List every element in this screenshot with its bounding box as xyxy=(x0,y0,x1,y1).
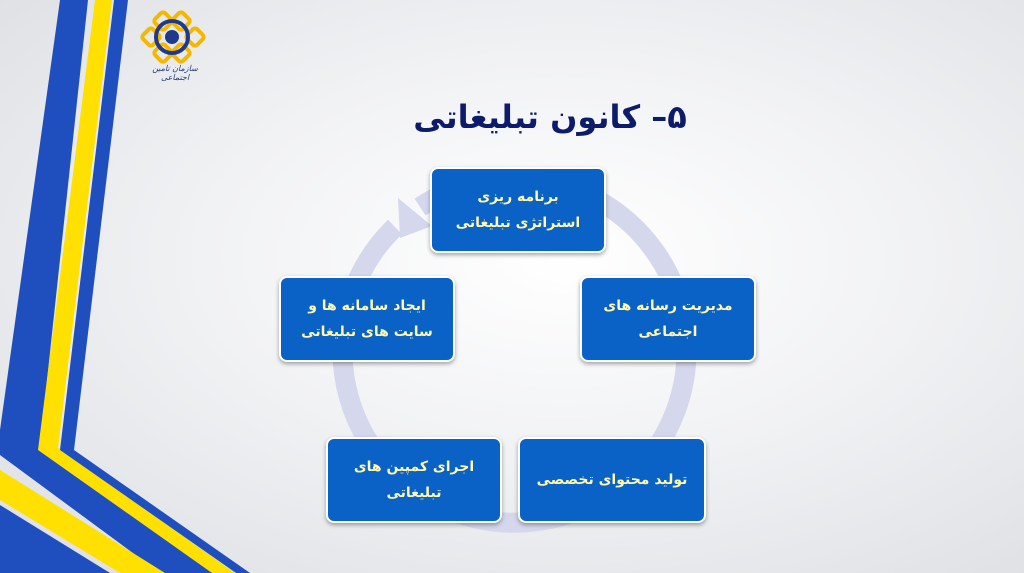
cycle-arrowhead-icon xyxy=(398,198,432,238)
yellow-stripe-bottom xyxy=(0,470,165,573)
cycle-item-label: تولید محتوای تخصصی xyxy=(536,472,688,488)
cycle-item-label: اجرای کمپین های تبلیغاتی xyxy=(353,459,475,501)
blue-stripe-bottom xyxy=(0,505,110,573)
blue-stripe-inner xyxy=(60,0,250,573)
cycle-item-websites: ایجاد سامانه ها و سایت های تبلیغاتی xyxy=(279,276,455,362)
cycle-item-campaigns: اجرای کمپین های تبلیغاتی xyxy=(326,437,502,523)
yellow-stripe xyxy=(38,0,235,573)
logo-caption: سازمان تامین اجتماعی xyxy=(152,64,198,82)
blue-stripe-outer xyxy=(0,0,215,573)
cycle-item-social-media: مدیریت رسانه های اجتماعی xyxy=(580,276,756,362)
cycle-item-strategy-planning: برنامه ریزی استراتژی تبلیغاتی xyxy=(430,167,606,253)
cycle-item-label: مدیریت رسانه های اجتماعی xyxy=(603,298,733,340)
organization-logo xyxy=(140,10,206,64)
cycle-item-label: ایجاد سامانه ها و سایت های تبلیغاتی xyxy=(301,298,433,340)
cycle-item-content-production: تولید محتوای تخصصی xyxy=(518,437,706,523)
slide-title: ۵– کانون تبلیغاتی xyxy=(413,98,687,136)
cycle-item-label: برنامه ریزی استراتژی تبلیغاتی xyxy=(455,189,581,231)
